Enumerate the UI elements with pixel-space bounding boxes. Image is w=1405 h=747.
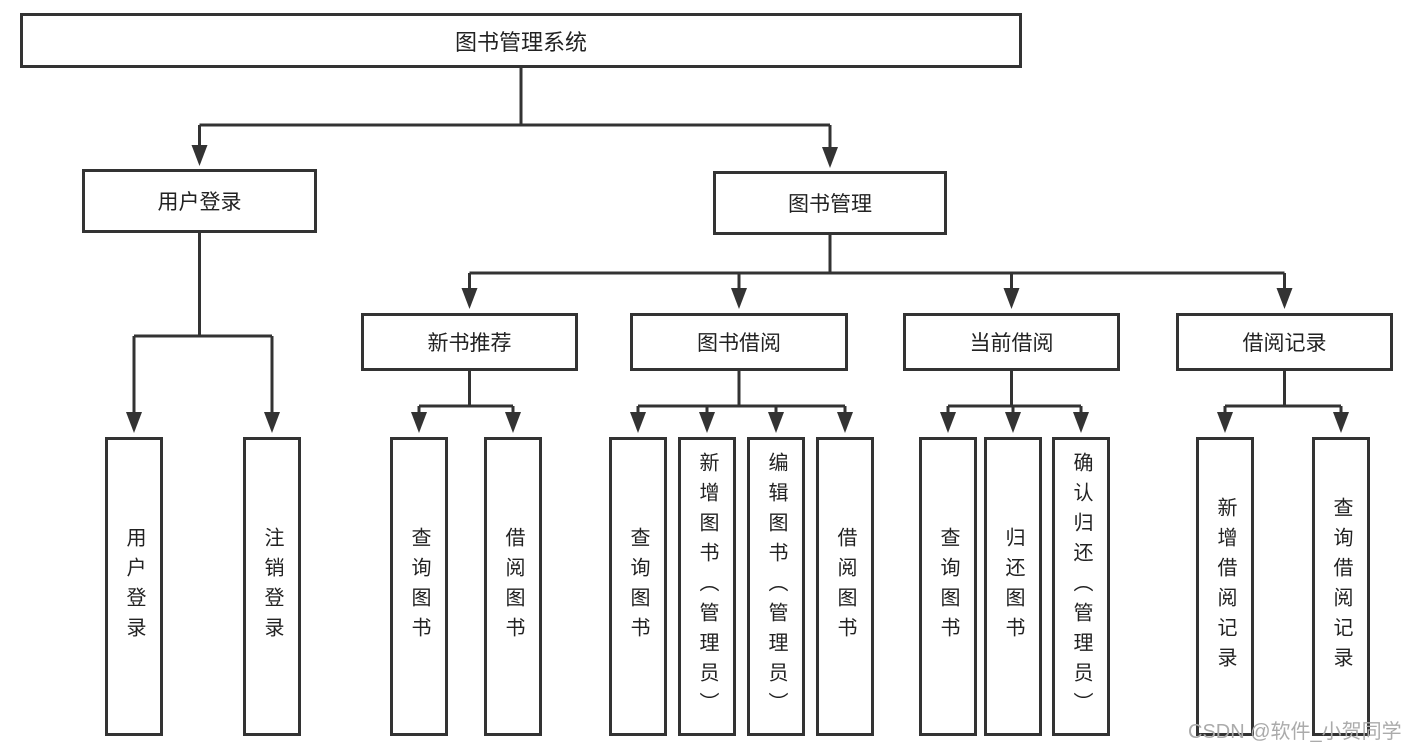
node-leaf-return-books: 归还图书: [984, 437, 1042, 736]
arrow-icon: [1003, 288, 1020, 309]
node-leaf-query-books-borrow: 查询图书: [609, 437, 667, 736]
arrow-icon: [699, 412, 715, 433]
node-leaf-confirm-return-admin-label: 确认归还（管理员）: [1070, 451, 1092, 722]
arrow-icon: [1005, 412, 1021, 433]
node-leaf-user-login-label: 用户登录: [123, 526, 145, 647]
arrow-icon: [630, 412, 646, 433]
node-leaf-query-books-current-label: 查询图书: [937, 526, 959, 647]
node-book-borrow-label: 图书借阅: [697, 332, 781, 355]
node-leaf-query-books-recommend-label: 查询图书: [408, 526, 430, 647]
node-leaf-add-borrow-record: 新增借阅记录: [1196, 437, 1254, 736]
node-leaf-query-books-current: 查询图书: [919, 437, 977, 736]
node-leaf-confirm-return-admin: 确认归还（管理员）: [1052, 437, 1110, 736]
node-leaf-query-books-borrow-label: 查询图书: [627, 526, 649, 647]
arrow-icon: [1276, 288, 1293, 309]
node-leaf-logout-label: 注销登录: [261, 526, 283, 647]
connector-user-login: [132, 233, 274, 416]
arrow-icon: [731, 288, 747, 309]
arrow-icon: [822, 147, 838, 168]
node-leaf-query-borrow-record: 查询借阅记录: [1312, 437, 1370, 736]
arrow-icon: [940, 412, 956, 433]
arrow-icon: [411, 412, 427, 433]
node-leaf-query-borrow-record-label: 查询借阅记录: [1330, 496, 1352, 677]
node-book-borrow: 图书借阅: [630, 313, 848, 371]
node-leaf-query-books-recommend: 查询图书: [390, 437, 448, 736]
connector-new-book-recommend: [417, 371, 515, 416]
node-current-borrow: 当前借阅: [903, 313, 1120, 371]
node-user-login: 用户登录: [82, 169, 317, 233]
arrow-icon: [126, 412, 142, 433]
node-leaf-add-books-admin: 新增图书（管理员）: [678, 437, 736, 736]
node-leaf-return-books-label: 归还图书: [1002, 526, 1024, 647]
node-root: 图书管理系统: [20, 13, 1022, 68]
arrow-icon: [837, 412, 853, 433]
watermark: CSDN @软件_小贺同学: [1188, 721, 1402, 743]
arrow-icon: [264, 412, 280, 433]
node-leaf-borrow-books-recommend: 借阅图书: [484, 437, 542, 736]
node-current-borrow-label: 当前借阅: [969, 332, 1054, 355]
connector-book-borrow: [636, 371, 847, 416]
node-book-management: 图书管理: [713, 171, 947, 235]
arrow-icon: [768, 412, 784, 433]
connector-book-management: [468, 235, 1286, 292]
arrow-icon: [461, 288, 478, 309]
arrow-icon: [1073, 412, 1089, 433]
node-leaf-borrow-books-recommend-label: 借阅图书: [502, 526, 524, 647]
connector-current-borrow: [946, 371, 1083, 416]
node-new-book-recommend-label: 新书推荐: [427, 332, 512, 355]
node-user-login-label: 用户登录: [157, 191, 242, 214]
arrow-icon: [191, 145, 208, 166]
node-leaf-logout: 注销登录: [243, 437, 301, 736]
node-borrow-records: 借阅记录: [1176, 313, 1393, 371]
node-new-book-recommend: 新书推荐: [361, 313, 578, 371]
node-leaf-add-borrow-record-label: 新增借阅记录: [1214, 496, 1236, 677]
arrow-icon: [1333, 412, 1349, 433]
arrow-icon: [505, 412, 521, 433]
node-leaf-edit-books-admin: 编辑图书（管理员）: [747, 437, 805, 736]
node-leaf-add-books-admin-label: 新增图书（管理员）: [696, 451, 718, 722]
node-leaf-user-login: 用户登录: [105, 437, 163, 736]
node-leaf-edit-books-admin-label: 编辑图书（管理员）: [765, 451, 787, 722]
connector-root: [198, 68, 832, 152]
node-borrow-records-label: 借阅记录: [1242, 332, 1327, 355]
node-leaf-borrow-books: 借阅图书: [816, 437, 874, 736]
node-book-management-label: 图书管理: [788, 193, 872, 216]
node-root-label: 图书管理系统: [454, 29, 587, 55]
arrow-icon: [1217, 412, 1233, 433]
connector-borrow-records: [1223, 371, 1343, 416]
node-leaf-borrow-books-label: 借阅图书: [834, 526, 856, 647]
